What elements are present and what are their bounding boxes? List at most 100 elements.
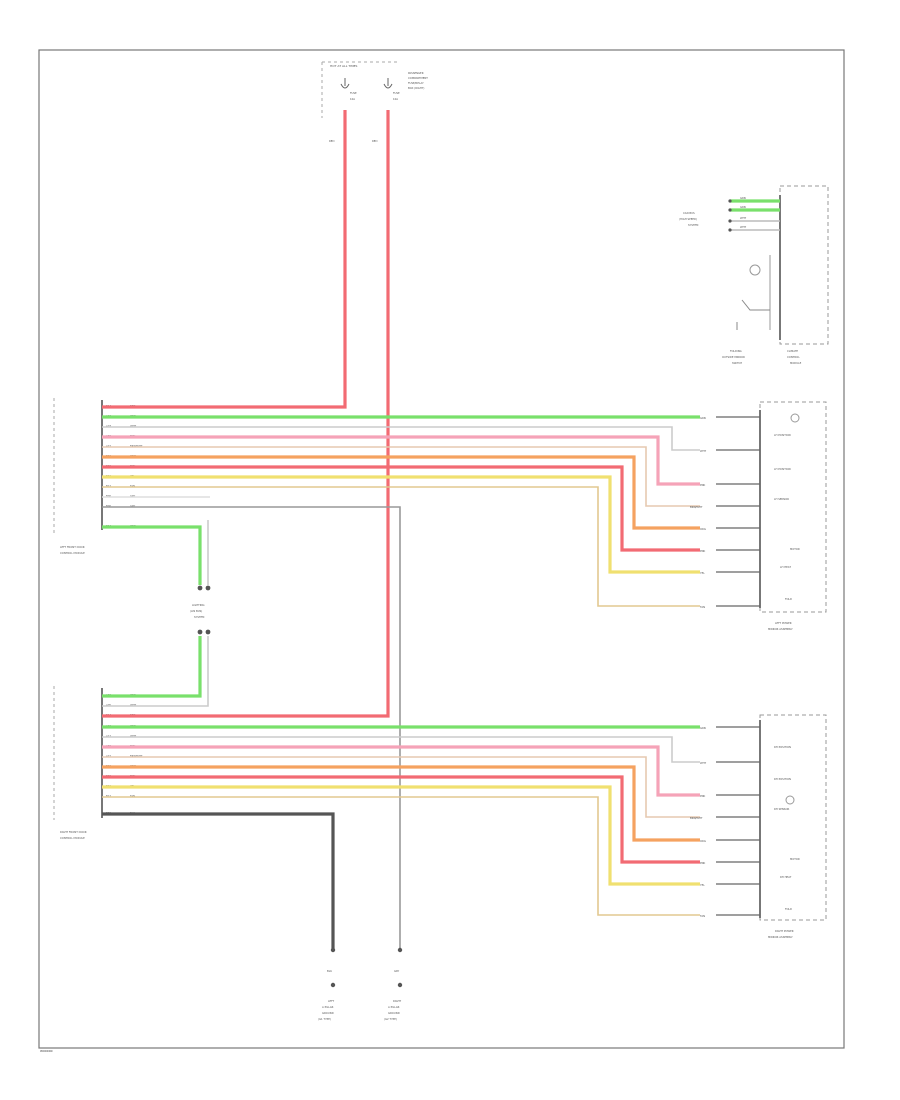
- pin-label: A22: [106, 444, 111, 448]
- can-bus-node: [728, 199, 732, 203]
- wire-gry-ground-right: [102, 506, 401, 950]
- wire-yel-left-mirror: [102, 475, 700, 574]
- can-bus-label-1: CAN BUS: [683, 211, 695, 215]
- wire-tan-left-mirror: [102, 486, 700, 607]
- wire-color-label: GRY: [130, 504, 136, 508]
- wire-pnk2-left-mirror: [102, 465, 700, 552]
- right-mirror-sensor-icon: [785, 795, 795, 805]
- climate-module-label-2: CONTROL: [787, 355, 800, 359]
- wire-grn-lin-bottom: [102, 636, 202, 698]
- mirror-wire-label: GRN: [700, 726, 706, 730]
- ground-right-label-1: RIGHT: [393, 999, 402, 1003]
- climate-module-label-1: CLIMATE: [787, 349, 798, 353]
- lin-label-3: SYSTEM: [194, 615, 204, 619]
- mirror-inner-label: FOLD: [785, 597, 792, 601]
- climate-module-label-3: MODULE: [790, 361, 802, 365]
- fuse-right-label: FUSE: [393, 91, 400, 95]
- ground-right-label-3: GROUND: [388, 1011, 400, 1015]
- diagram-id: W00000: [40, 1049, 53, 1053]
- hot-at-all-times-title: HOT AT ALL TIMES: [330, 64, 358, 68]
- passenger-fuse-box-label: PASSENGER COMPARTMENT FUSE/RELAY BOX (RI…: [408, 71, 428, 90]
- left-mirror-inner-labels: LH POSITION LH POSITION LH SENSOR MOTOR …: [774, 433, 800, 601]
- ground-right-label-2: A PILLAR: [388, 1005, 400, 1009]
- fuse-right-amp: 10A: [393, 97, 398, 101]
- wire-wht-left-mirror: [102, 426, 700, 451]
- right-mirror-inner-labels: RH POSITION RH POSITION RH SENSOR MOTOR …: [774, 745, 800, 911]
- mirror-wire-label: BRN/WHT: [690, 505, 703, 509]
- wire-yel-right-mirror: [102, 785, 700, 886]
- can-bus-wire-label: WHT: [740, 225, 747, 229]
- mirror-wire-label: WHT: [700, 449, 707, 453]
- mirror-wire-label: BRN/WHT: [690, 816, 703, 820]
- switch-label-2: OUTSIDE MIRROR: [722, 355, 745, 359]
- right-mirror-pins: [716, 726, 760, 916]
- right-power-mirror: GRN WHT PNK BRN/WHT ORG PNK YEL TAN RH P…: [690, 714, 827, 939]
- ground-left: BLK LEFT A PILLAR GROUND (G1 TYPE): [318, 947, 336, 1021]
- mirror-wire-label: YEL: [700, 571, 705, 575]
- pin-label: B06: [106, 504, 111, 508]
- pin-label: A12: [106, 734, 111, 738]
- mirror-wire-label: GRN: [700, 416, 706, 420]
- wire-color-label: TAN: [130, 484, 135, 488]
- can-bus-node: [728, 208, 732, 212]
- fuse-left-label: FUSE: [350, 91, 357, 95]
- wire-grn-lin-top: [102, 525, 202, 585]
- can-bus-wire-label: GRN: [740, 196, 746, 200]
- ground-right-wire: GRY: [394, 969, 400, 973]
- wire-brnwht-right-mirror: [102, 756, 700, 818]
- mirror-wire-label: PNK: [700, 483, 706, 487]
- fuse-left-symbol: [340, 78, 350, 89]
- ground-right-label-4: (G2 TYPE): [384, 1017, 397, 1021]
- pin-label: B06: [106, 494, 111, 498]
- wire-color-label: WHT: [130, 734, 137, 738]
- passenger-fuse-box-label-1: PASSENGER: [408, 71, 424, 75]
- ground-left-label-2: A PILLAR: [322, 1005, 334, 1009]
- ground-right: GRY RIGHT A PILLAR GROUND (G2 TYPE): [384, 947, 403, 1021]
- wire-org-left-mirror: [102, 455, 700, 530]
- wire-red-left-module-power: [102, 110, 347, 409]
- mirror-inner-label: LH SENSOR: [774, 497, 789, 501]
- ground-left-wire: BLK: [327, 969, 332, 973]
- mirror-inner-label: LH POSITION: [774, 467, 791, 471]
- ground-node: [397, 947, 403, 953]
- right-module-label-1: RIGHT FRONT DOOR: [60, 830, 87, 834]
- mirror-inner-label: LH HEAT: [780, 565, 791, 569]
- wire-blk-ground-left: [102, 812, 335, 950]
- left-mirror-motor-icon: [790, 413, 800, 423]
- lighting-lin-bus: LIGHTING (LIN BUS) SYSTEM: [190, 585, 211, 635]
- wire-wht-lin-bottom: [102, 636, 209, 707]
- fuse-right: FUSE 10A: [383, 78, 400, 101]
- lin-node: [205, 585, 211, 591]
- pin-label: B12: [106, 794, 111, 798]
- mirror-inner-label: RH HEAT: [780, 875, 792, 879]
- wire-org-right-mirror: [102, 765, 700, 842]
- right-mirror-label-1: RIGHT POWER: [775, 929, 794, 933]
- mirror-wire-label: PNK: [700, 549, 706, 553]
- can-bus-node: [728, 228, 732, 232]
- passenger-fuse-box-label-2: COMPARTMENT: [408, 76, 428, 80]
- hot-at-all-times-block: HOT AT ALL TIMES FUSE 10A FUSE 10A PASSE…: [321, 61, 428, 143]
- wire-tan-right-mirror: [102, 796, 700, 916]
- mirror-inner-label: RH SENSOR: [774, 807, 789, 811]
- pin-label: A22: [106, 754, 111, 758]
- mirror-wire-label: TAN: [700, 914, 705, 918]
- left-mirror-pins: [716, 416, 760, 607]
- mirror-wire-label: WHT: [700, 761, 707, 765]
- can-bus-wires: GRN GRN WHT WHT: [728, 196, 780, 232]
- mirror-wire-label: TAN: [700, 605, 705, 609]
- can-bus-label-3: SYSTEM: [688, 223, 698, 227]
- lin-node: [197, 585, 203, 591]
- right-mirror-wire-labels: GRN WHT PNK BRN/WHT ORG PNK YEL TAN: [690, 726, 707, 918]
- left-mirror-label-1: LEFT POWER: [775, 621, 792, 625]
- mirror-inner-label: RH POSITION: [774, 777, 791, 781]
- wire-pnk2-right-mirror: [102, 775, 700, 864]
- mirror-wire-label: YEL: [700, 883, 705, 887]
- mirror-inner-label: MOTOR: [790, 547, 800, 551]
- can-bus-wire-label: WHT: [740, 216, 747, 220]
- mirror-inner-label: MOTOR: [790, 857, 800, 861]
- wire-color-label: BRN/WHT: [130, 754, 143, 758]
- wire-color-label: WHT: [130, 703, 137, 707]
- ground-node: [397, 982, 403, 988]
- right-mirror-box: [759, 714, 827, 921]
